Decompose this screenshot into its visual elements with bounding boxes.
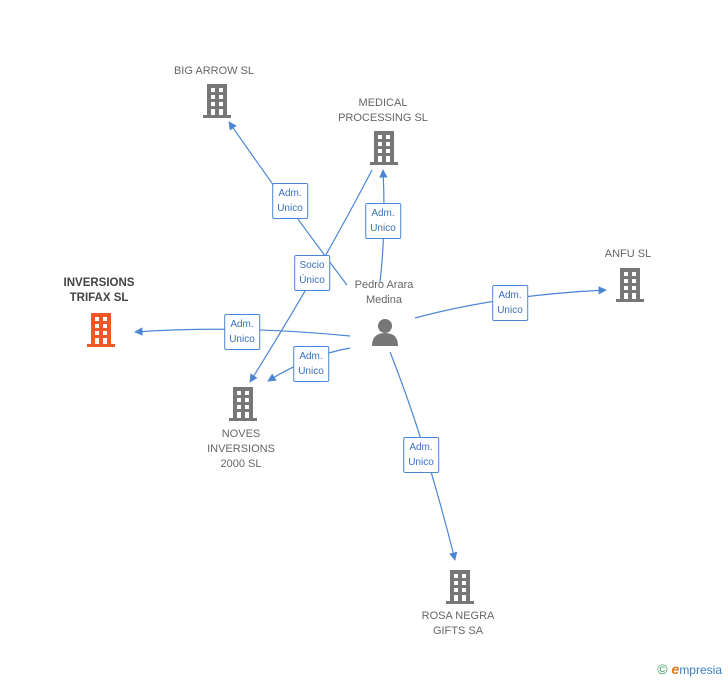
relation-label-anfu[interactable]: Adm. Unico: [492, 285, 528, 321]
relation-label-rosa[interactable]: Adm. Unico: [403, 437, 439, 473]
building-icon[interactable]: [85, 313, 117, 352]
brand-logo: empresia: [671, 661, 722, 677]
copyright-symbol: ©: [657, 661, 668, 677]
building-icon[interactable]: [201, 84, 233, 123]
building-icon[interactable]: [444, 570, 476, 609]
brand-watermark: © empresia: [657, 661, 722, 677]
company-name-medical[interactable]: MEDICAL PROCESSING SL: [338, 97, 428, 124]
relation-label-noves-socio[interactable]: Socio Único: [294, 255, 330, 291]
relation-label-medical[interactable]: Adm. Unico: [365, 203, 401, 239]
company-name-rosa[interactable]: ROSA NEGRA GIFTS SA: [421, 610, 495, 637]
relation-label-inversions[interactable]: Adm. Unico: [224, 314, 260, 350]
company-name-inversions[interactable]: INVERSIONS TRIFAX SL: [63, 277, 135, 304]
building-icon[interactable]: [614, 268, 646, 307]
relation-label-big-arrow[interactable]: Adm. Unico: [272, 183, 308, 219]
building-icon[interactable]: [368, 131, 400, 170]
company-name-big-arrow[interactable]: BIG ARROW SL: [173, 65, 255, 77]
building-icon[interactable]: [227, 387, 259, 426]
person-icon[interactable]: [371, 318, 399, 351]
person-name[interactable]: Pedro Arara Medina: [354, 279, 414, 306]
company-name-noves[interactable]: NOVES INVERSIONS 2000 SL: [207, 428, 275, 470]
relation-label-noves[interactable]: Adm. Unico: [293, 346, 329, 382]
company-name-anfu[interactable]: ANFU SL: [604, 248, 652, 260]
